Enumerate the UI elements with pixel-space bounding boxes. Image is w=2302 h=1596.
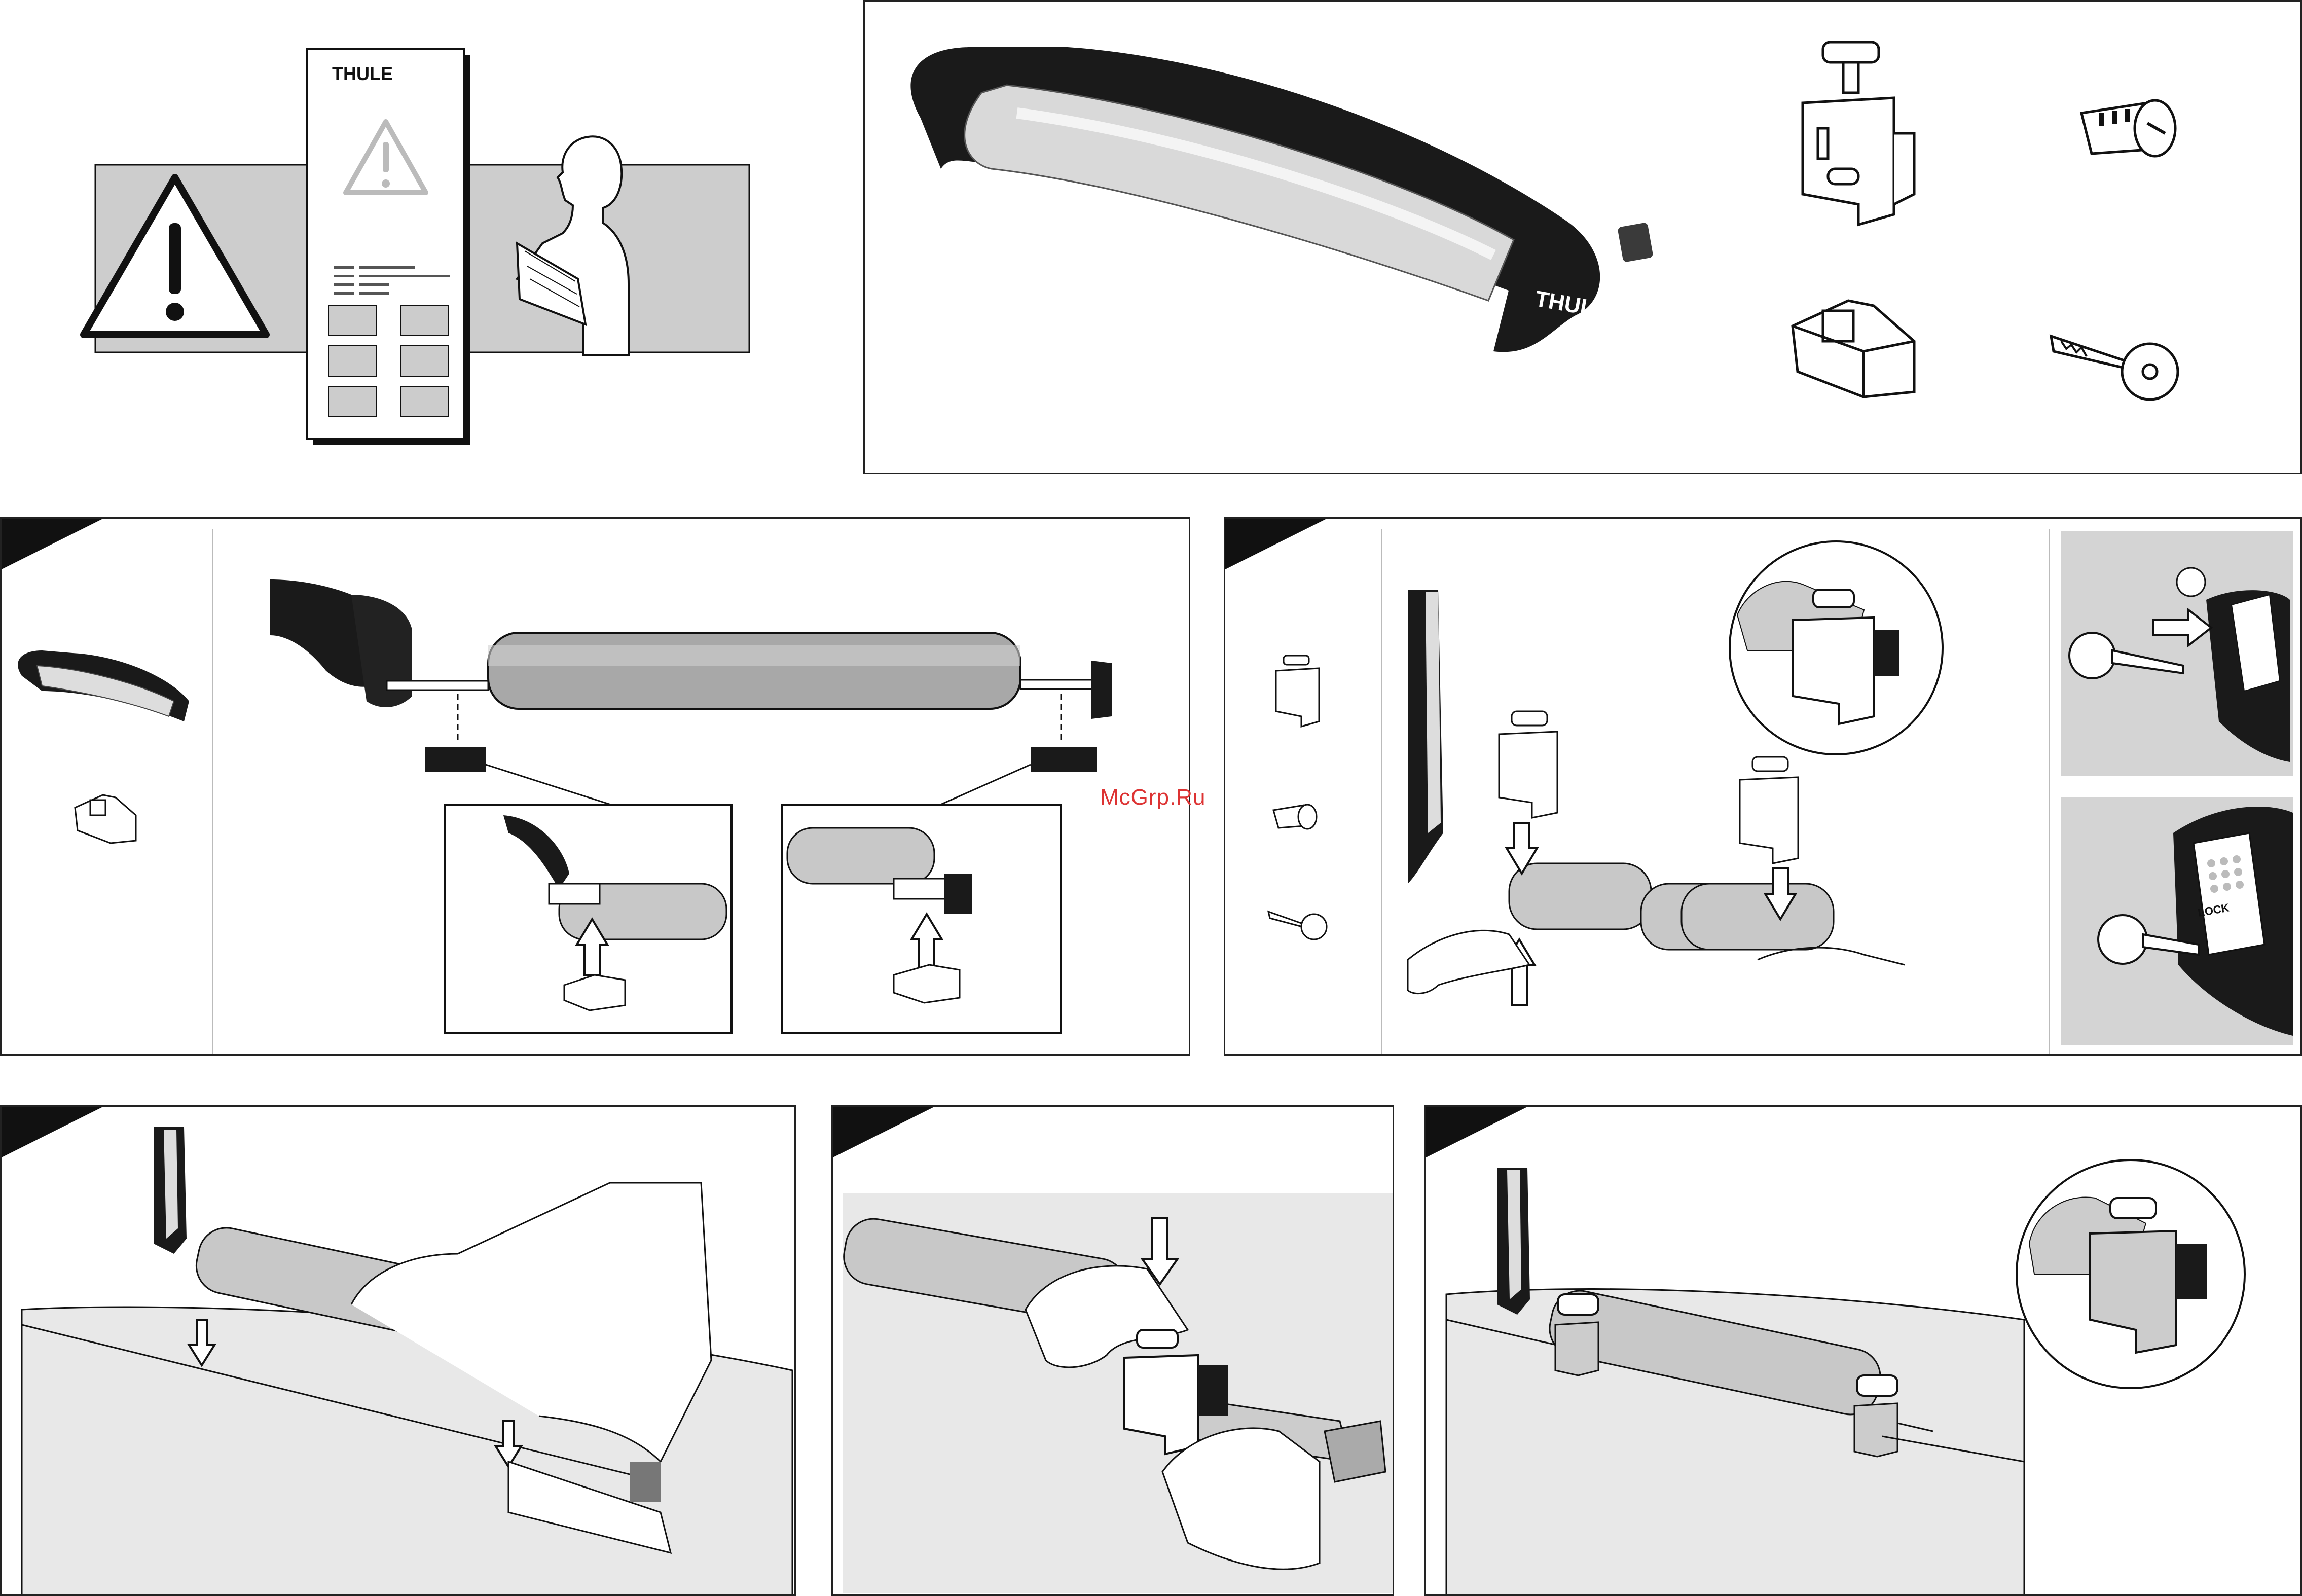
step-4-panel: [831, 1105, 1394, 1596]
warning-section: THULE: [71, 41, 781, 456]
step-2-panel: LOCK: [1224, 517, 2302, 1056]
step-3-panel: [0, 1105, 796, 1596]
key-icon: [2051, 336, 2178, 400]
step-corner-marker: [1225, 519, 1327, 569]
panel-divider: [212, 529, 213, 1056]
step-5-panel: [1424, 1105, 2302, 1596]
step-corner-marker: [1426, 1107, 1527, 1157]
watermark: McGrp.Ru: [1100, 785, 1205, 810]
clamp-bracket-icon: [1803, 42, 1914, 225]
manual-logo: THULE: [332, 63, 393, 84]
lock-cylinder-thumb-icon: [1273, 805, 1317, 829]
panel-divider: [2049, 529, 2050, 1056]
clamp-bracket-thumb-icon: [1276, 656, 1319, 727]
step-corner-marker: [833, 1107, 934, 1157]
key-thumb-icon: [1268, 912, 1327, 939]
step-corner-marker: [2, 1107, 103, 1157]
lock-cylinder-icon: [2081, 100, 2175, 156]
end-clip-icon: [1793, 301, 1914, 397]
step-corner-marker: [2, 519, 103, 569]
panel-divider: [1381, 529, 1382, 1056]
step-1-panel: [0, 517, 1190, 1056]
ski-carrier-thumb-icon: [18, 650, 189, 721]
contents-panel: THULE: [863, 0, 2302, 474]
end-clip-thumb-icon: [75, 795, 136, 843]
lock-label: LOCK: [2197, 901, 2231, 919]
